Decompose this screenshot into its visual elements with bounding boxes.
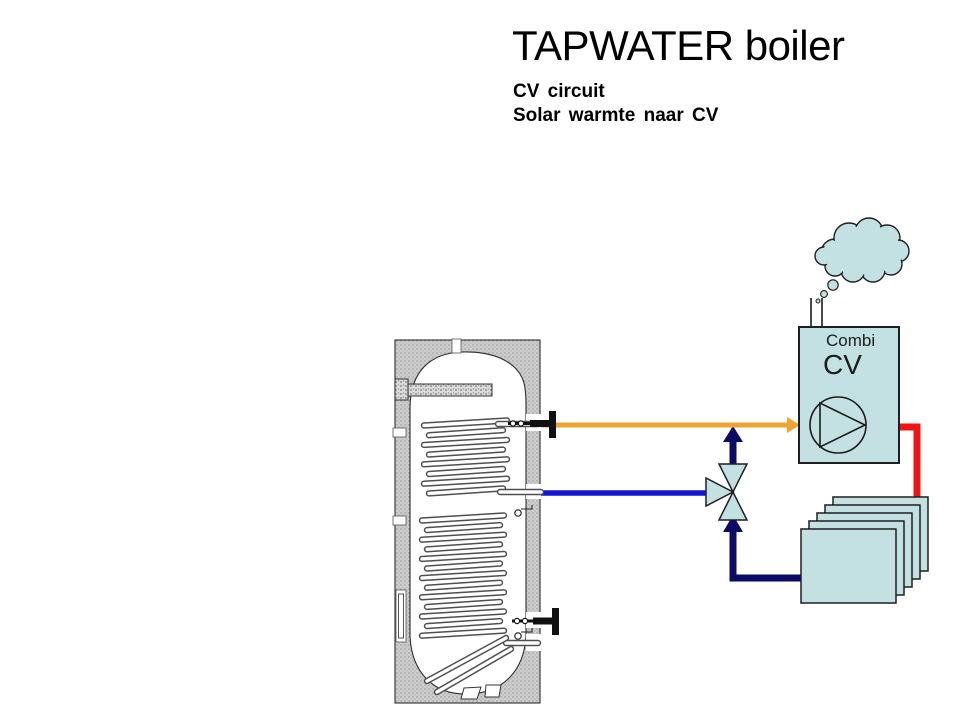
slide-title: TAPWATER boiler [512, 22, 845, 69]
slide-subtitle: CV circuit Solar warmte naar CV [513, 80, 718, 128]
heating-element-icon [394, 378, 493, 401]
boiler-tank-icon [392, 338, 559, 704]
smoke-cloud-icon [814, 217, 910, 304]
pipe-cv-supply [896, 423, 921, 505]
sensor-fitting-top [508, 411, 556, 438]
combi-unit-type-label: CV [823, 349, 862, 380]
subtitle-line-2: Solar warmte naar CV [513, 105, 719, 126]
sensor-fitting-bottom [512, 608, 559, 635]
combi-boiler [798, 298, 900, 464]
chimney-icon [810, 298, 823, 328]
radiator-panels-icon [800, 496, 929, 604]
tank-lower-coil-icon [418, 512, 508, 639]
pipe-radiator-return [723, 426, 806, 582]
pipe-solar-supply [538, 417, 800, 433]
pump-icon [809, 396, 867, 454]
tank-upper-coil-icon [420, 417, 511, 497]
combi-unit-label: Combi [826, 331, 876, 350]
subtitle-line-1: CV circuit [513, 81, 605, 102]
three-way-valve-icon [705, 463, 749, 521]
